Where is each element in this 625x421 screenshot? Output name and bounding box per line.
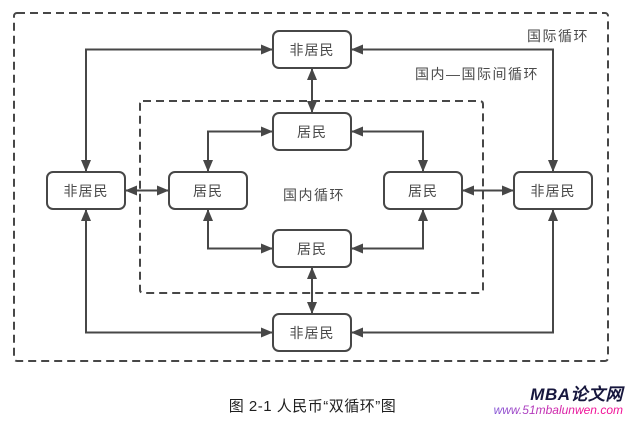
node-resident-left: 居民 <box>168 171 248 210</box>
connector-nrtop-nrleft <box>81 44 273 172</box>
node-nonresident-right: 非居民 <box>513 171 593 210</box>
node-nonresident-top: 非居民 <box>272 30 352 69</box>
connector-nrbottom-nrleft <box>81 209 273 338</box>
watermark-brand: MBA论文网 <box>530 385 623 404</box>
connector-rbottom-rleft <box>203 209 273 254</box>
node-nonresident-bottom: 非居民 <box>272 313 352 352</box>
watermark-url: www.51mbalunwen.com <box>493 402 623 417</box>
connector-rtop-rleft <box>203 126 273 172</box>
international-cycle-label: 国际循环 <box>527 28 589 44</box>
domestic-international-cycle-label: 国内—国际间循环 <box>415 66 539 82</box>
node-resident-top: 居民 <box>272 112 352 151</box>
connector-nrtop-nrright <box>351 44 558 172</box>
domestic-cycle-label: 国内循环 <box>283 187 345 203</box>
figure-caption: 图 2-1 人民币“双循环”图 <box>228 398 397 415</box>
connector-rtop-rright <box>351 126 428 172</box>
international-cycle-frame <box>13 12 609 362</box>
connector-rbottom-rright <box>351 209 428 254</box>
node-resident-bottom: 居民 <box>272 229 352 268</box>
domestic-cycle-frame <box>139 100 484 294</box>
watermark: MBA论文网 www.51mbalunwen.com <box>494 386 623 416</box>
connector-nrbottom-nrright <box>351 209 558 338</box>
node-resident-right: 居民 <box>383 171 463 210</box>
node-nonresident-left: 非居民 <box>46 171 126 210</box>
